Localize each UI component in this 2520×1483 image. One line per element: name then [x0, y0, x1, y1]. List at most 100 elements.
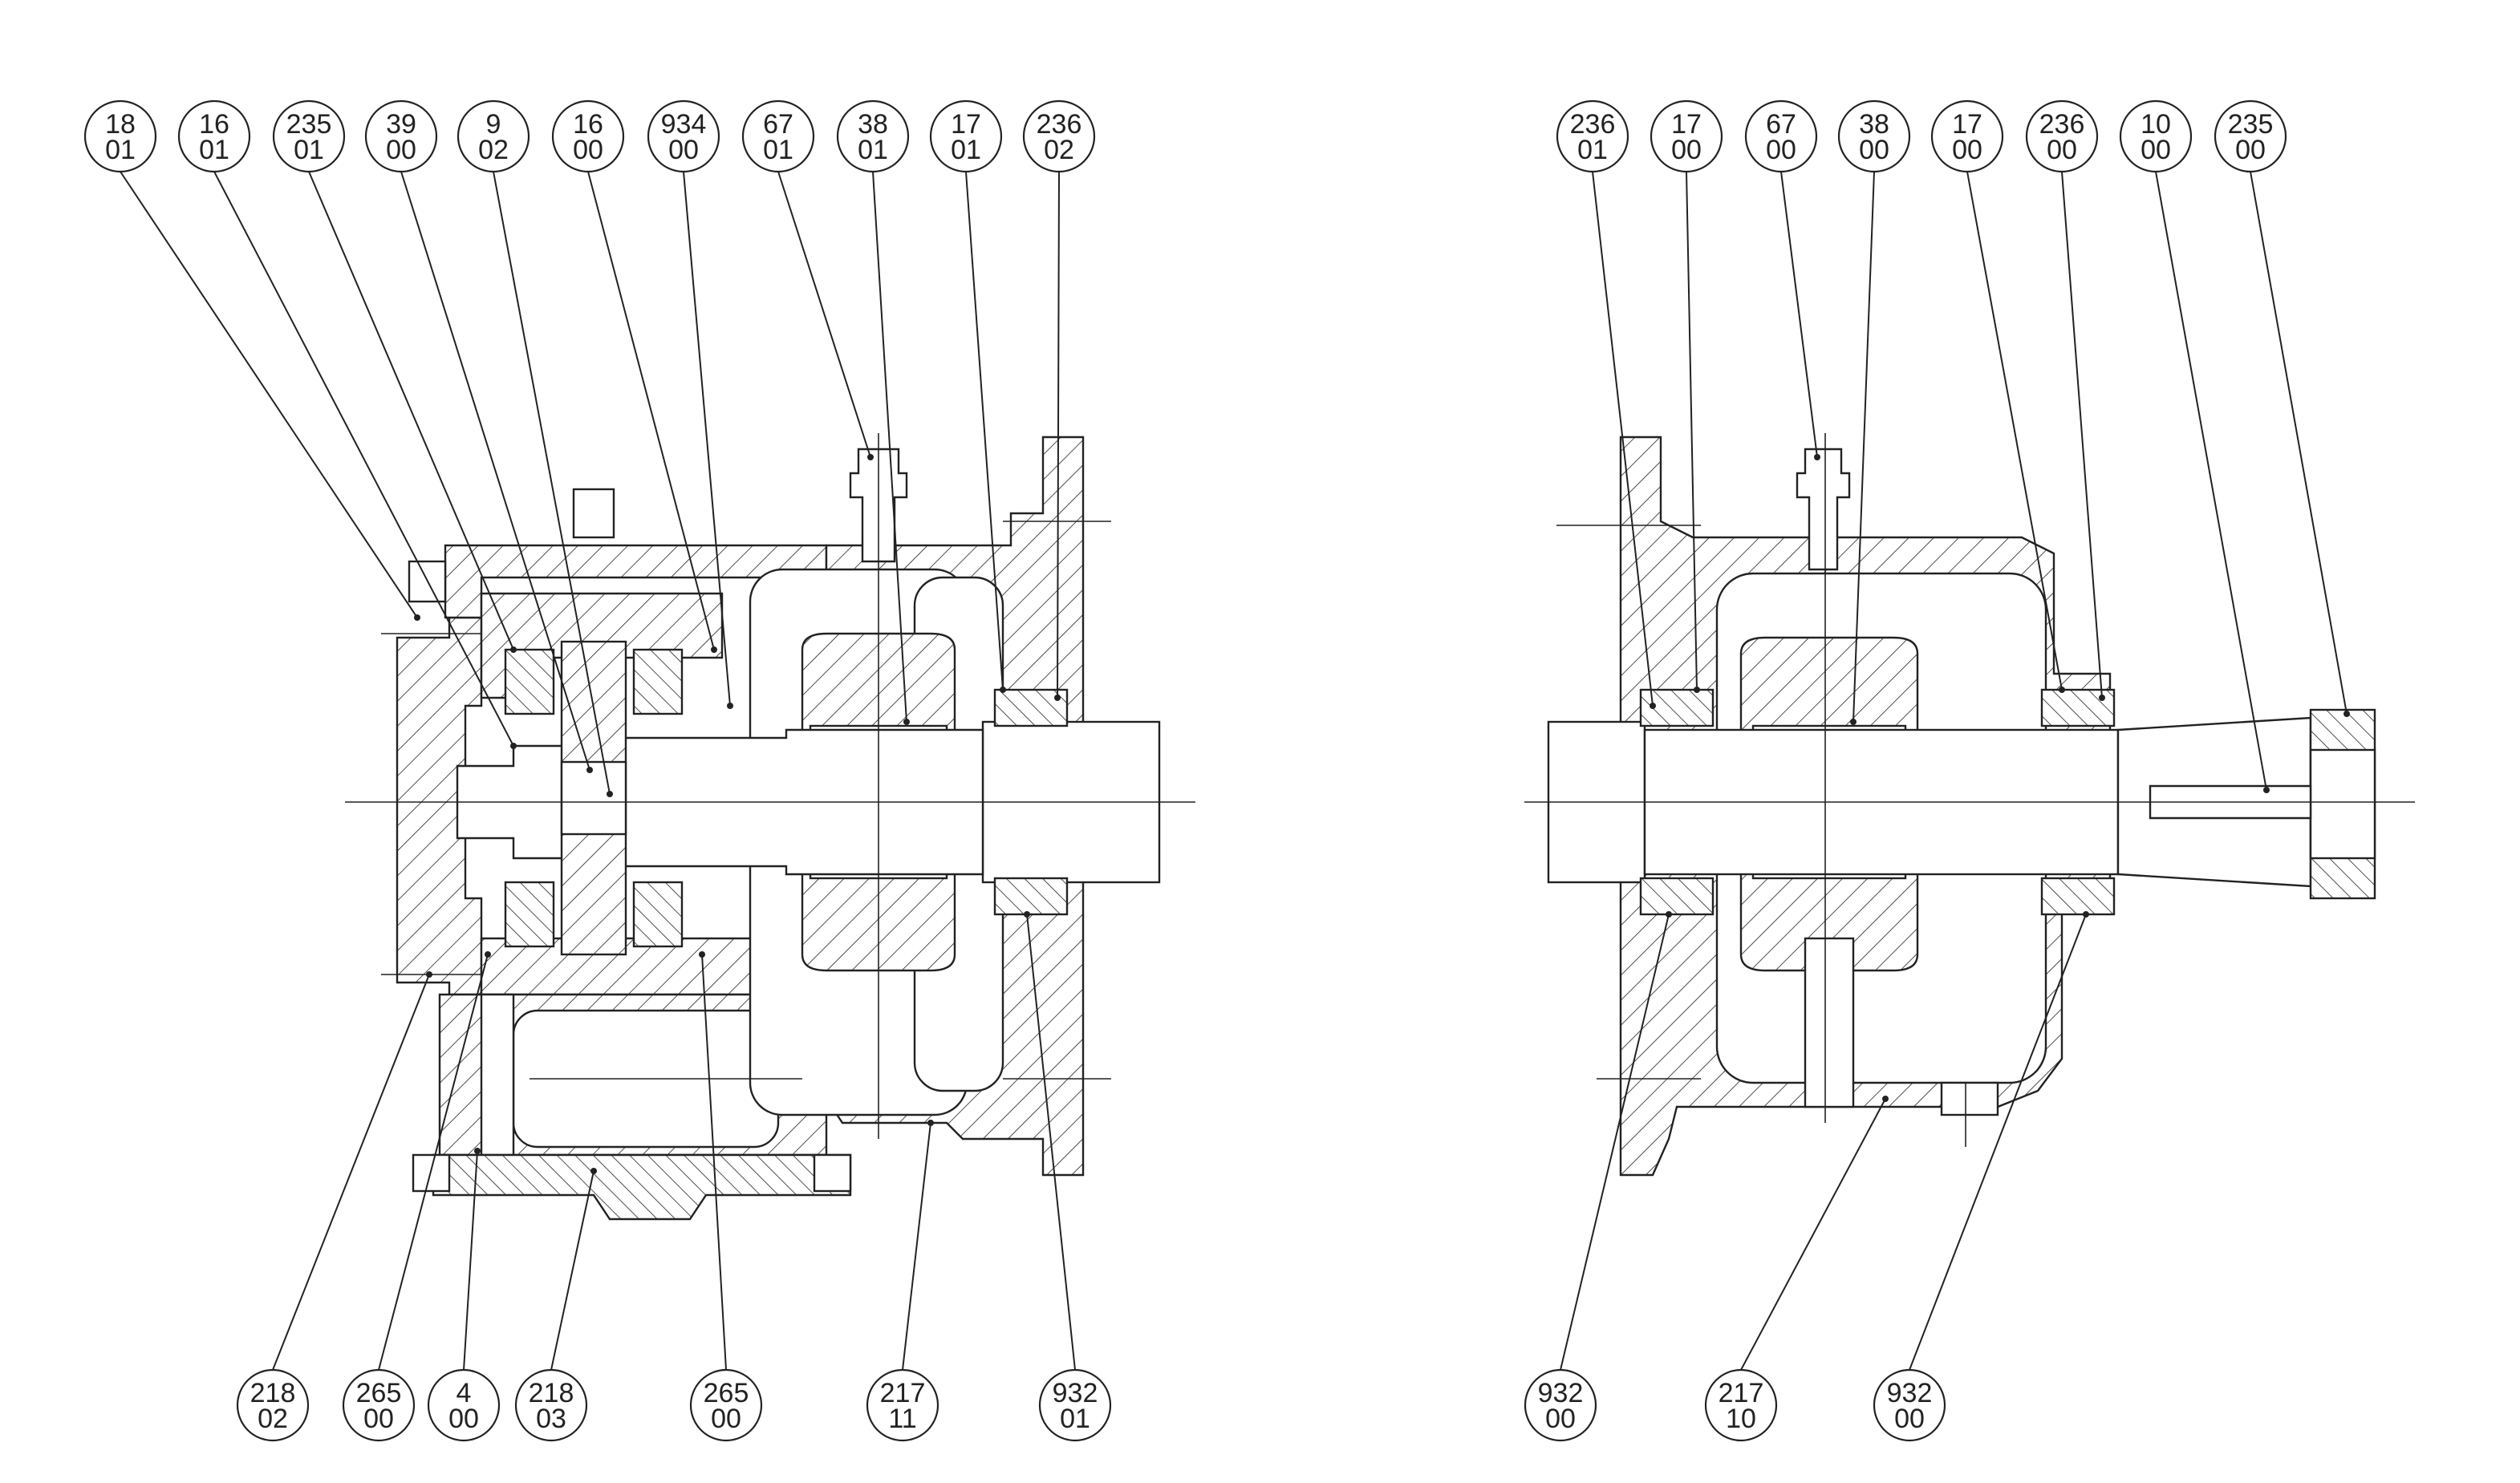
- left-bottom-leader-3: [463, 1150, 478, 1371]
- balloon-part-number: 39: [386, 109, 416, 140]
- right-bottom-leader-3: [1909, 914, 2087, 1371]
- balloon-variant-number: 00: [668, 135, 699, 165]
- balloon-circle: [1873, 1368, 1946, 1442]
- balloon-variant-number: 01: [199, 135, 229, 165]
- balloon-circle: [741, 99, 815, 173]
- balloon-circle: [2025, 99, 2099, 173]
- balloon-part-number: 17: [951, 109, 981, 140]
- left-bottom-leader-arrow-2: [485, 951, 491, 958]
- right-top-leader-arrow-3: [1814, 454, 1820, 460]
- left-bottom-rib: [480, 993, 515, 1157]
- balloon-part-number: 9: [486, 109, 501, 140]
- balloon-circle: [457, 99, 530, 173]
- balloon-circle: [866, 1368, 939, 1442]
- left-bottom-bolt-r: [813, 1153, 852, 1193]
- left-coupling-bore: [560, 760, 627, 836]
- balloon-part-number: 217: [880, 1378, 926, 1408]
- balloon-variant-number: 00: [448, 1404, 479, 1434]
- right-top-leader-arrow-1: [1650, 703, 1656, 709]
- right-top-leader-4: [1852, 171, 1875, 723]
- right-bottom-leader-arrow-2: [1882, 1096, 1889, 1102]
- left-bottom-leader-7: [1026, 914, 1076, 1371]
- balloon-part-number: 932: [1887, 1378, 1933, 1408]
- balloon-variant-number: 01: [763, 135, 793, 165]
- balloon-variant-number: 00: [2235, 135, 2266, 165]
- left-bottom-leader-1: [272, 974, 430, 1371]
- balloon-circle: [177, 99, 251, 173]
- right-breather: [1796, 448, 1851, 571]
- right-section-view: [1524, 433, 2415, 1177]
- balloon-part-number: 218: [250, 1378, 296, 1408]
- left-bottom-leader-5: [701, 954, 727, 1371]
- balloon-variant-number: 00: [2047, 135, 2077, 165]
- right-top-leader-arrow-5: [2059, 687, 2065, 693]
- balloon-part-number: 265: [704, 1378, 749, 1408]
- leader-lines: [120, 171, 2350, 1371]
- balloon-circle: [1022, 99, 1096, 173]
- right-bottom-pad: [1940, 1081, 1999, 1116]
- left-bearing-ur: [632, 648, 684, 715]
- balloon-variant-number: 01: [951, 135, 981, 165]
- balloon-part-number: 17: [1671, 109, 1702, 140]
- left-bearing-ll: [504, 881, 555, 948]
- balloon-circle: [514, 1368, 588, 1442]
- balloon-circle: [929, 99, 1003, 173]
- right-top-leader-arrow-2: [1694, 687, 1700, 693]
- right-bottom-leader-arrow-1: [1666, 911, 1672, 918]
- balloon-variant-number: 01: [105, 135, 136, 165]
- left-top-leader-8: [777, 171, 871, 458]
- left-top-leader-1: [120, 171, 418, 618]
- balloon-variant-number: 00: [1859, 135, 1889, 165]
- right-top-leader-3: [1780, 171, 1818, 458]
- left-top-leader-6: [587, 171, 715, 650]
- balloon-part-number: 934: [661, 109, 707, 140]
- balloon-variant-number: 00: [1894, 1404, 1925, 1434]
- balloon-part-number: 16: [199, 109, 229, 140]
- right-top-leader-arrow-7: [2263, 787, 2270, 793]
- left-bottom-leader-2: [378, 954, 489, 1371]
- left-top-balloon-5: 902: [457, 99, 530, 173]
- balloon-part-number: 932: [1053, 1378, 1098, 1408]
- left-bottom-leader-arrow-6: [927, 1120, 934, 1126]
- balloon-variant-number: 01: [858, 135, 888, 165]
- part-balloons: 1801160123501390090216009340067013801170…: [83, 99, 2287, 1442]
- left-top-leader-arrow-8: [867, 454, 874, 460]
- left-top-leader-5: [493, 171, 611, 795]
- left-bottom-leader-arrow-1: [426, 971, 432, 978]
- balloon-circle: [2214, 99, 2287, 173]
- left-bottom-bolt-l: [412, 1153, 451, 1193]
- balloon-circle: [1650, 99, 1723, 173]
- left-top-leader-arrow-1: [414, 614, 420, 621]
- balloon-part-number: 236: [1570, 109, 1616, 140]
- balloon-variant-number: 00: [1952, 135, 1982, 165]
- left-top-leader-11: [1057, 171, 1060, 699]
- left-bottom-leader-arrow-3: [474, 1148, 481, 1154]
- right-top-leader-7: [2155, 171, 2267, 791]
- right-top-leader-1: [1592, 171, 1654, 707]
- left-top-leader-arrow-2: [510, 743, 517, 749]
- left-top-leader-arrow-10: [1000, 687, 1006, 693]
- left-bottom-leader-4: [550, 1170, 594, 1371]
- balloon-circle: [1524, 1368, 1597, 1442]
- right-seal-bottom-l: [1639, 877, 1714, 916]
- right-top-leader-arrow-8: [2343, 711, 2350, 717]
- left-seal-bottom: [993, 877, 1069, 916]
- balloon-circle: [551, 99, 625, 173]
- left-bearing-lr: [632, 881, 684, 948]
- left-top-leader-4: [400, 171, 590, 771]
- balloon-variant-number: 02: [478, 135, 509, 165]
- balloon-variant-number: 00: [386, 135, 416, 165]
